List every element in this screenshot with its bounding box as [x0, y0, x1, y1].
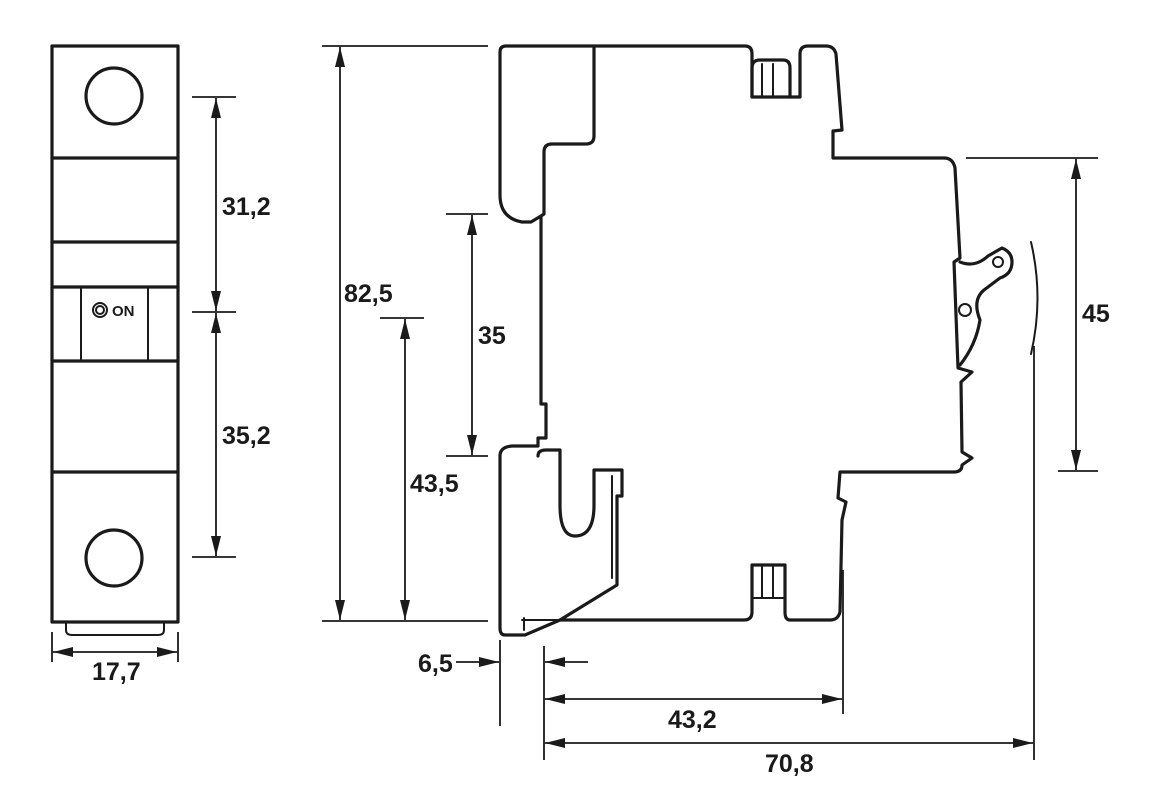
label-total-depth: 70,8 [765, 750, 814, 778]
handle-pivot-icon [992, 256, 1004, 268]
label-rail-to-base: 43,5 [410, 470, 459, 498]
label-width-front: 17,7 [92, 658, 141, 686]
indicator-ring-icon [92, 302, 108, 318]
handle-swing-arc [1030, 241, 1039, 355]
label-rail-height: 35 [478, 322, 506, 350]
toggle-handle [958, 246, 1014, 367]
handle-hub-icon [958, 303, 972, 317]
side-housing-top [498, 44, 974, 637]
switch-label: ON [112, 303, 135, 320]
dimension-front-pitch: 31,2 35,2 [192, 96, 271, 558]
front-view: ON [50, 44, 180, 636]
front-housing [50, 44, 180, 624]
label-total-height: 82,5 [344, 280, 393, 308]
label-body-depth: 43,2 [668, 706, 717, 734]
side-view [498, 44, 1039, 637]
dimension-rail-height: 35 [446, 213, 506, 457]
din-clip-front [65, 621, 165, 636]
dimension-rail-to-base: 43,5 [380, 317, 459, 620]
label-rail-offset: 6,5 [418, 650, 453, 678]
label-upper-pitch: 31,2 [222, 193, 271, 221]
side-clip-notch-top [750, 58, 792, 99]
side-upper-hook [539, 44, 596, 218]
dimension-depth: 6,5 43,2 70,8 [418, 346, 1035, 778]
side-din-clip [536, 448, 624, 622]
terminal-screw-bottom [84, 528, 144, 588]
dimension-width-front: 17,7 [51, 632, 179, 686]
label-side-height: 45 [1082, 300, 1110, 328]
dimension-side-height: 45 [966, 157, 1110, 472]
label-lower-pitch: 35,2 [222, 422, 271, 450]
terminal-screw-top [84, 66, 144, 126]
indicator-dot-icon [95, 305, 105, 315]
dimension-total-height: 82,5 [322, 45, 488, 622]
